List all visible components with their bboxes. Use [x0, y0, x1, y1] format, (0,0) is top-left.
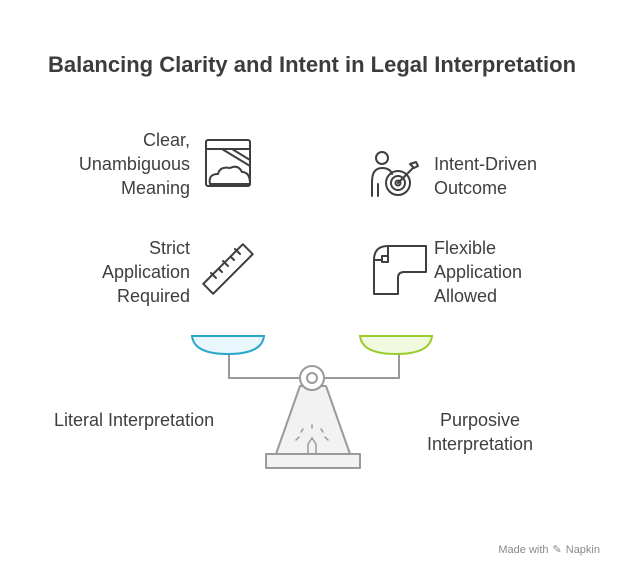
person-target-icon: [371, 151, 419, 197]
made-with-napkin-credit: Made with ✎ Napkin: [498, 543, 600, 557]
label-purposive-interpretation: Purposive Interpretation: [426, 410, 534, 454]
ruler-icon: [202, 243, 254, 295]
label-clear-meaning: Clear, Unambiguous Meaning: [78, 130, 190, 198]
label-strict-application: Strict Application Required: [101, 238, 190, 306]
credit-prefix: Made with: [498, 543, 549, 556]
label-literal-interpretation: Literal Interpretation: [54, 410, 215, 430]
window-cloud-icon: [205, 139, 251, 187]
credit-brand: Napkin: [565, 543, 600, 556]
napkin-logo-icon: ✎: [552, 544, 562, 556]
bent-pipe-icon: [373, 245, 427, 295]
balance-scale: [190, 335, 434, 469]
label-flexible-application: Flexible Application Allowed: [434, 238, 523, 306]
scale-base: [265, 385, 361, 469]
scale-gauge-icon: [295, 424, 329, 455]
left-pan: [190, 335, 266, 356]
label-intent-outcome: Intent-Driven Outcome: [434, 154, 538, 198]
page-title: Balancing Clarity and Intent in Legal In…: [47, 52, 577, 77]
right-pan: [358, 335, 434, 356]
